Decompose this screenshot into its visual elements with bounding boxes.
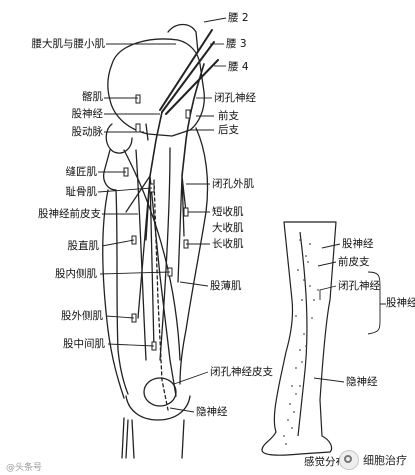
inset-leader (313, 377, 345, 383)
thigh-lateral-outline (102, 189, 125, 399)
label-lumbar-2: 腰 2 (228, 12, 249, 24)
tibia-outline (131, 419, 185, 459)
leader-line (107, 343, 155, 347)
inset-label-obturator-nerve: 闭孔神经 (338, 280, 380, 292)
brand-name: 细胞治疗 (363, 454, 407, 467)
label-anterior-cutaneous: 股神经前皮支 (38, 208, 101, 220)
knee-outline (125, 395, 191, 421)
label-lumbar-3: 腰 3 (226, 38, 247, 50)
label-adductor-brevis: 短收肌 (212, 206, 244, 218)
leader-line (169, 407, 195, 413)
inset-leg-outline (261, 221, 337, 456)
leader-line (173, 371, 209, 385)
label-gracilis: 股薄肌 (210, 280, 242, 292)
thigh-medial-outline (179, 127, 209, 385)
label-iliacus: 髂肌 (82, 91, 103, 103)
femoral-nerve-trunk (149, 111, 163, 177)
label-vastus-lateralis: 股外侧肌 (61, 310, 103, 322)
spine-outline (167, 23, 199, 53)
label-lumbar-4: 腰 4 (228, 61, 249, 73)
leader-line (179, 281, 209, 287)
label-anterior-branch: 前支 (218, 110, 239, 122)
label-pectineus: 耻骨肌 (65, 186, 98, 198)
label-vastus-medialis: 股内侧肌 (55, 268, 97, 280)
nerve-branch-lines (125, 175, 187, 397)
inset-bracket (367, 271, 386, 335)
brand-logo-icon (339, 450, 359, 470)
label-adductor-longus: 长收肌 (212, 238, 244, 250)
femoral-nerve-bundle (159, 29, 219, 115)
inset-leader (319, 285, 337, 300)
inset-label-saphenous-nerve: 隐神经 (346, 376, 378, 388)
label-saphenous-nerve: 隐神经 (196, 406, 228, 418)
femur-shaft-lateral (115, 189, 129, 395)
patella (143, 377, 177, 407)
sensory-dots (283, 239, 319, 445)
tag (135, 123, 141, 133)
inset-leg (261, 221, 337, 456)
inset-leader (317, 261, 337, 267)
label-obturator-nerve: 闭孔神经 (214, 92, 256, 104)
leader-line (203, 17, 227, 23)
leader-line (105, 315, 135, 319)
label-obturator-externus: 闭孔外肌 (212, 178, 254, 190)
tag (183, 207, 189, 217)
label-sartorius: 缝匠肌 (65, 166, 98, 178)
fibula-outline (121, 417, 129, 459)
leader-line (97, 187, 153, 193)
inset-leg-medial-edge (297, 231, 308, 437)
greater-trochanter (102, 149, 117, 191)
watermark: @头条号 (6, 463, 43, 473)
label-adductor-magnus: 大收肌 (212, 222, 244, 234)
brand-badge: 细胞治疗 (339, 450, 407, 470)
leader-line (99, 271, 171, 275)
inset-label-femoral-nerve: 股神经 (342, 238, 374, 250)
sartorius-line (123, 149, 181, 361)
label-femoral-artery: 股动脉 (71, 126, 104, 138)
label-rectus-femoris: 股直肌 (67, 240, 100, 252)
leader-line (101, 239, 135, 247)
tag (185, 109, 191, 119)
label-femoral-nerve: 股神经 (71, 108, 104, 120)
femur-head (105, 123, 133, 154)
obturator-nerve-line (181, 63, 205, 177)
inset-label-anterior-cutaneous: 前皮支 (338, 256, 370, 268)
label-posterior-branch: 后支 (218, 124, 239, 136)
rectus-femoris-lines (135, 147, 171, 361)
label-psoas: 腰大肌与腰小肌 (31, 38, 106, 50)
inset-label-femoral-bracket: 股神经 (386, 297, 415, 309)
inset-leader (321, 243, 341, 249)
label-vastus-intermedius: 股中间肌 (63, 338, 105, 350)
femoral-artery-line (145, 123, 149, 141)
label-obturator-cutaneous: 闭孔神经皮支 (210, 366, 273, 378)
tag (135, 94, 141, 104)
pelvis-outline (107, 38, 205, 137)
inset-label-sensory: 感觉分布 (304, 456, 346, 468)
saphenous-nerve-line (153, 179, 169, 411)
